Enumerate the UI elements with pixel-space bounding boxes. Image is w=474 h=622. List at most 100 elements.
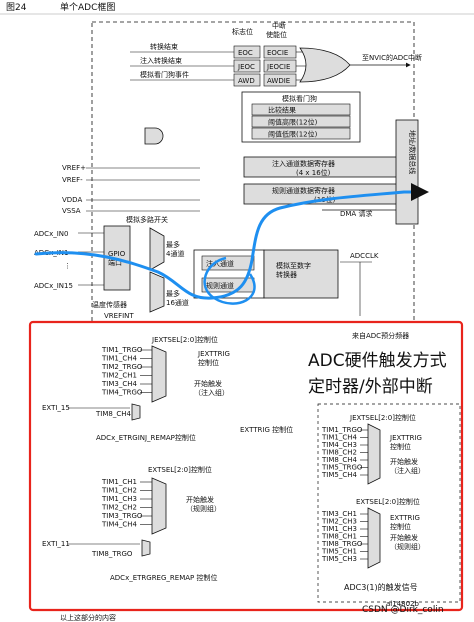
watchdog-row-label: 阈值高限(12位) [268, 118, 318, 127]
prescaler-label: 来自ADC预分频器 [352, 331, 409, 340]
jext-remap-mux [131, 403, 141, 421]
input-dots: ⋮ [64, 262, 71, 270]
figure-label: 图24 [6, 2, 27, 13]
adc3-dashed-box [317, 403, 461, 603]
jext-mux [151, 345, 167, 403]
ext-mux [151, 477, 167, 535]
trigger-input-label: TIM2_CH1 [101, 372, 137, 380]
ext-start: 开始触发（规则组） [186, 495, 221, 513]
ext-sel-label: EXTSEL[2:0]控制位 [148, 465, 212, 474]
flag-rows: 转换结束 EOC EOCIE 注入转换结束 JEOC JEOCIE 模拟看门狗事件 AWD AW… [130, 42, 308, 87]
flag-cell-label: JEOC [237, 63, 255, 71]
flag-signal-label: 转换结束 [150, 42, 178, 51]
enable-cell-label: JEOCIE [266, 63, 290, 71]
trigger-input-label: TIM8_CH1 [321, 533, 357, 541]
adc3-r-mux [367, 507, 381, 569]
regular-mux [149, 271, 165, 313]
input-in0: ADCx_IN0 [34, 230, 68, 238]
vdda: VDDA [62, 196, 82, 204]
trigger-input-label: TIM3_TRGO [101, 512, 143, 520]
adc3-j-mux [367, 423, 381, 485]
jext-remap: ADCx_ETRGINJ_REMAP控制位 [96, 433, 196, 442]
vref-plus: VREF+ [62, 164, 86, 172]
trigger-input-label: TIM1_CH2 [101, 487, 137, 495]
trigger-input-label: TIM4_TRGO [101, 389, 143, 397]
adc3-r-inputs: TIM3_CH1TIM2_CH3TIM1_CH3TIM8_CH1TIM8_TRG… [321, 510, 368, 563]
nvic-label: 至NVIC的ADC中断 [362, 53, 422, 62]
adc3-j-sel: JEXTSEL[2:0]控制位 [349, 413, 416, 422]
inputs.max4-line: 4通道 [166, 249, 184, 258]
ext.start-line: （规则组） [186, 504, 221, 513]
enable-cell-label: AWDIE [267, 77, 290, 85]
flag-cell [233, 45, 261, 59]
mux-label: 模拟多路开关 [126, 215, 168, 224]
trigger-input-label: TIM1_CH3 [321, 525, 357, 533]
jext-exti: EXTI_15 [42, 404, 70, 412]
trigger-input-label: TIM1_TRGO [321, 426, 363, 434]
adcclk-label: ADCCLK [350, 252, 379, 260]
annotation-line2: 定时器/外部中断 [308, 377, 433, 397]
adc3-r-start: 开始触发（规则组） [390, 533, 425, 551]
injected-register-label: 注入通道数据寄存器 [272, 159, 335, 168]
injected-mux [149, 227, 165, 271]
trigger-input-label: TIM4_CH3 [321, 441, 357, 449]
jext.start-line: （注入组） [194, 388, 229, 397]
watchdog-title: 模拟看门狗 [282, 94, 317, 103]
trigger-input-label: TIM5_CH1 [321, 548, 357, 556]
converter-label: 模拟至数字转换器 [276, 261, 311, 279]
vref-minus: VREF- [62, 176, 83, 184]
flag-cell [233, 59, 261, 73]
flags.header_enable-line: 使能位 [266, 30, 287, 39]
and-gate [144, 127, 164, 145]
ext-tim8: TIM8_TRGO [91, 550, 133, 558]
trigger-input-label: TIM2_CH3 [321, 518, 357, 526]
watchdog-row [251, 103, 351, 116]
flag-cell-label: EOC [238, 49, 253, 57]
ext-exti: EXTI_11 [42, 540, 70, 548]
flag-cell-label: AWD [238, 77, 255, 85]
jext-sel-label: JEXTSEL[2:0]控制位 [151, 335, 218, 344]
adc3-r-sel: EXTSEL[2:0]控制位 [356, 497, 420, 506]
hardware-trigger-box [28, 320, 464, 612]
jext-tim8: TIM8_CH4 [95, 410, 131, 418]
inputs.max16-line: 16通道 [166, 298, 189, 307]
input-in15: ADCx_IN15 [34, 282, 73, 290]
bus-label: 地址/数据总线 [408, 130, 417, 174]
enable-header: 中断 使能位 [266, 21, 288, 39]
watchdog-row [251, 127, 351, 140]
jext-start: 开始触发（注入组） [194, 379, 229, 397]
highlight-stroke-regular [203, 256, 256, 305]
dma-label: DMA 请求 [340, 209, 372, 218]
watchdog-row-label: 阈值低限(12位) [268, 130, 318, 139]
ext-remap: ADCx_ETRGREG_REMAP 控制位 [110, 573, 217, 582]
jext.trig-line: 控制位 [198, 358, 219, 367]
inputs.gpio-line: 端口 [108, 258, 122, 267]
adc-converter [263, 249, 339, 299]
core.converter-line: 转换器 [276, 270, 297, 279]
vrefint: VREFINT [104, 312, 134, 320]
regular-register-label: 规则通道数据寄存器 [272, 186, 335, 195]
adc3-j-start: 开始触发（注入组） [390, 457, 425, 475]
flag-cell [233, 73, 261, 87]
adc3-j-inputs: TIM1_TRGOTIM1_CH4TIM4_CH3TIM8_CH2TIM8_CH… [321, 426, 368, 479]
trigger-input-label: TIM2_CH2 [101, 504, 137, 512]
trigger-input-label: TIM5_CH4 [321, 471, 357, 479]
trigger-input-label: TIM8_CH2 [321, 449, 357, 457]
trigger-input-label: TIM8_TRGO [321, 540, 363, 548]
trigger-input-label: TIM4_CH4 [101, 521, 137, 529]
watchdog-row-label: 比较结果 [268, 106, 296, 115]
trigger-input-label: TIM8_CH4 [321, 456, 357, 464]
adc3_j.trig-line: 控制位 [390, 442, 411, 451]
figure-title: 单个ADC框图 [60, 1, 115, 13]
enable-cell-label: EOCIE [267, 49, 288, 57]
flag-signal-label: 模拟看门狗事件 [140, 70, 189, 79]
flag-signal-label: 注入转换结束 [140, 56, 182, 65]
regular-channel-label: 规则通道 [206, 281, 234, 290]
injected-register-size: (4 x 16位) [296, 168, 331, 177]
vssa: VSSA [62, 207, 81, 215]
trigger-input-label: TIM5_CH3 [321, 555, 357, 563]
